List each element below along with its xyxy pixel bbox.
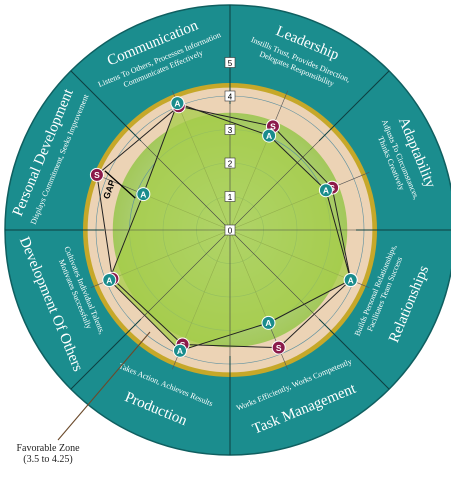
scale-tick-box [224,124,236,135]
marker-s [271,340,286,355]
scale-tick-label: 1 [228,193,233,202]
favorable-zone-label: Favorable Zone [16,443,80,454]
scale-labels: 0 1 2 3 4 5 [224,57,236,236]
scale-tick-label: 4 [228,93,233,102]
marker-label: A [265,318,271,328]
marker-a [102,272,117,287]
scale-tick-label: 0 [228,227,233,236]
marker-label: A [348,275,354,285]
marker-a [343,272,358,287]
gap-arrow-line [104,170,136,199]
marker-label: A [174,98,180,108]
marker-label: S [276,343,282,353]
sector-divider [70,70,142,142]
marker-label: S [94,170,100,180]
marker-a [136,187,151,202]
scale-tick-box [224,157,236,169]
scale-tick-label: 2 [228,160,233,169]
sector-divider-inner [140,140,231,231]
marker-a [261,315,276,330]
marker-label: A [106,275,112,285]
scale-tick-label: 3 [228,126,233,135]
scale-tick-label: 5 [228,59,233,68]
marker-s [89,167,104,182]
marker-label: A [140,189,146,199]
favorable-zone-callout: Favorable Zone (3.5 to 4.25) [2,443,94,465]
annotations: GAP [57,170,151,441]
sector-divider [70,318,142,390]
sector-divider-inner [140,229,231,320]
series-markers: SSSSSSSSAAAAAAAA [89,96,358,358]
favorable-zone-range: (3.5 to 4.25) [23,454,73,465]
marker-a [170,96,185,111]
marker-label: A [266,131,272,141]
scale-tick-box [224,224,236,236]
marker-label: A [323,186,329,196]
favorable-zone-leader [57,331,151,441]
scale-tick-box [224,191,236,202]
sector-divider-inner [229,229,320,320]
sector-divider [318,318,390,390]
sector-divider [318,70,390,142]
marker-label: S [270,122,276,132]
marker-a [318,183,333,198]
sector-divider-inner [229,140,320,231]
marker-a [262,128,277,143]
marker-a [173,343,188,358]
marker-label: A [177,346,183,356]
scale-tick-box [224,57,236,68]
scale-tick-box [224,90,236,102]
